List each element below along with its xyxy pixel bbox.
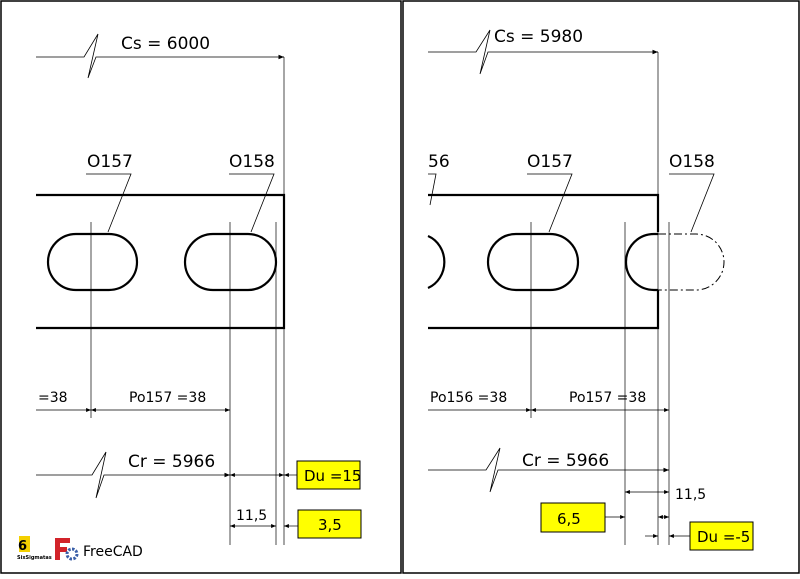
right-panel: Cs = 5980 56 O157 O158 Po156 =38 Po157 =…: [427, 27, 754, 551]
dim-11-5-right: 11,5: [675, 487, 706, 503]
du-box: [296, 460, 361, 490]
dim-po157: Po157 =38: [129, 390, 206, 406]
right-frame: [402, 0, 800, 574]
sixsigma-text: SixSigmatas: [17, 555, 52, 561]
freecad-f-icon: [55, 538, 70, 560]
hole-label-o157: O157: [87, 152, 133, 172]
slot-o158: [183, 232, 278, 292]
dim-11-5: 11,5: [236, 508, 267, 524]
slot-o157: [46, 232, 139, 292]
bar-outline-top-right: [428, 193, 660, 232]
sixsigma-logo: 6 SixSigmatas: [17, 536, 52, 561]
slot-o156-partial: [427, 234, 446, 290]
hole-label-o158: O158: [229, 152, 275, 172]
du-label-right: Du =-5: [697, 528, 750, 546]
hole-label-o156-partial: 56: [428, 152, 450, 172]
cr-break-line-right: [428, 447, 669, 493]
value-6-5: 6,5: [557, 510, 581, 528]
cr-break-line: [36, 451, 230, 499]
hole-label-o157-right: O157: [527, 152, 573, 172]
dim-po156: Po156 =38: [430, 390, 507, 406]
bar-outline-bottom-right: [428, 290, 660, 330]
cs-break-line-right: [428, 29, 658, 75]
cs-break-line: [36, 33, 284, 79]
slot-o157-right: [486, 232, 580, 292]
cs-label: Cs = 6000: [121, 34, 210, 54]
slot-o158-phantom: [658, 233, 725, 291]
sixsigma-six-icon: 6: [18, 539, 27, 554]
freecad-text: FreeCAD: [83, 544, 143, 560]
value-6-5-box: [540, 502, 606, 533]
slot-o158-cut: [624, 232, 658, 292]
hole-label-o158-right: O158: [669, 152, 715, 172]
cr-label-right: Cr = 5966: [522, 451, 609, 471]
left-panel: Cs = 6000 O157 O158 =38 Po157 =38 Cr = 5…: [36, 33, 362, 545]
freecad-logo: FreeCAD: [55, 538, 143, 561]
left-frame: [0, 0, 402, 574]
cr-label: Cr = 5966: [128, 452, 215, 472]
du-box-right: [689, 521, 754, 551]
bar-outline: [36, 193, 286, 330]
value-3-5: 3,5: [318, 516, 342, 534]
freecad-gear-icon: [65, 547, 79, 561]
dim-po157-right: Po157 =38: [569, 390, 646, 406]
value-3-5-box: [297, 509, 362, 539]
dim-prev: =38: [38, 390, 68, 406]
cs-label-right: Cs = 5980: [494, 27, 583, 47]
du-label: Du =15: [304, 467, 361, 485]
